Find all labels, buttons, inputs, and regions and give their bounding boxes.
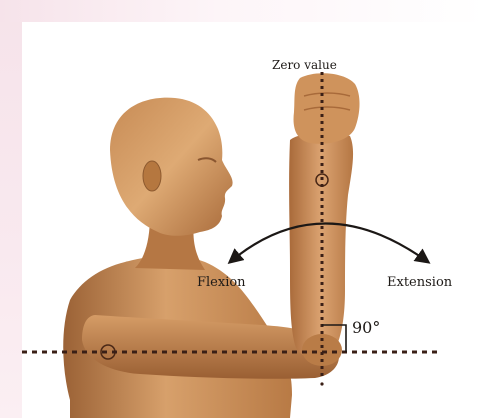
zero-value-label: Zero value — [272, 58, 337, 72]
ear-shape — [143, 161, 161, 191]
flexion-label: Flexion — [197, 275, 246, 290]
extension-label: Extension — [387, 275, 452, 290]
angle-label: 90° — [352, 318, 380, 337]
head-shape — [110, 98, 233, 236]
fist-shape — [294, 73, 360, 144]
